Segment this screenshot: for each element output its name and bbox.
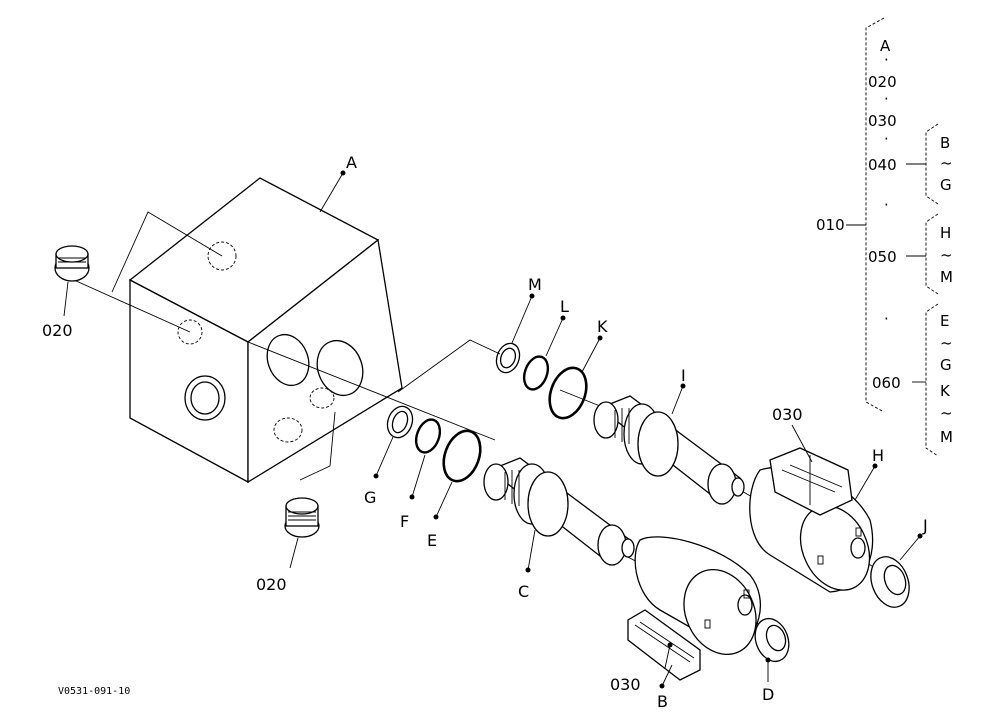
seal-ring-g xyxy=(386,405,414,439)
legend-hm-tilde: ~ xyxy=(940,246,953,264)
solenoid-coil-b xyxy=(627,536,762,681)
legend-bracket: A · 020 · 030 · 040 · 010 050 · 060 B ~ … xyxy=(816,17,953,457)
legend-dot4: · xyxy=(884,196,889,214)
legend-eg-k: K xyxy=(940,382,951,400)
o-ring-l xyxy=(522,355,550,391)
legend-bg-b: B xyxy=(940,134,950,152)
label-j: J xyxy=(922,516,928,535)
legend-020: 020 xyxy=(868,73,897,91)
label-l: L xyxy=(560,297,569,316)
legend-dot3: · xyxy=(884,130,889,148)
legend-040: 040 xyxy=(868,156,897,174)
legend-030: 030 xyxy=(868,112,897,130)
o-ring-f xyxy=(414,418,442,454)
o-ring-e xyxy=(442,429,482,483)
label-e: E xyxy=(427,531,437,550)
label-m: M xyxy=(528,275,542,294)
legend-010: 010 xyxy=(816,216,845,234)
legend-bg-tilde: ~ xyxy=(940,154,953,172)
legend-a: A xyxy=(880,37,891,55)
label-020-bottom: 020 xyxy=(256,575,287,594)
plug-top-left xyxy=(54,245,90,282)
legend-hm-h: H xyxy=(940,224,951,242)
label-h: H xyxy=(872,446,884,465)
label-030-bottom: 030 xyxy=(610,675,641,694)
label-b: B xyxy=(657,692,668,711)
figure-code: V0531-091-10 xyxy=(58,686,130,697)
label-i: I xyxy=(681,366,686,385)
legend-dot1: · xyxy=(884,51,889,69)
label-a: A xyxy=(346,153,357,172)
legend-eg-tilde2: ~ xyxy=(940,404,953,422)
nut-d xyxy=(754,617,790,663)
plug-bottom xyxy=(284,497,320,538)
cartridge-valve-c xyxy=(483,457,635,566)
legend-eg-tilde1: ~ xyxy=(940,334,953,352)
cartridge-valve-i xyxy=(593,395,745,505)
legend-eg-e: E xyxy=(940,312,949,330)
part-labels: A M L K I G F E C H J B D 020 020 030 03… xyxy=(42,153,928,711)
solenoid-coil-h xyxy=(749,447,874,593)
legend-060: 060 xyxy=(872,374,901,392)
label-f: F xyxy=(400,512,409,531)
label-d: D xyxy=(762,685,774,704)
seal-ring-m xyxy=(495,342,521,374)
label-020-top: 020 xyxy=(42,321,73,340)
legend-dot2: · xyxy=(884,90,889,108)
nut-j xyxy=(870,556,910,608)
leaders xyxy=(63,170,923,689)
legend-eg-g: G xyxy=(940,356,952,374)
legend-050: 050 xyxy=(868,248,897,266)
legend-bg-g: G xyxy=(940,176,952,194)
valve-block xyxy=(128,177,403,484)
label-030-top: 030 xyxy=(772,405,803,424)
legend-dot5: · xyxy=(884,310,889,328)
legend-hm-m: M xyxy=(940,268,953,286)
label-g: G xyxy=(364,488,376,507)
label-c: C xyxy=(518,582,529,601)
legend-eg-m: M xyxy=(940,428,953,446)
label-k: K xyxy=(597,317,608,336)
o-ring-k xyxy=(548,366,588,420)
